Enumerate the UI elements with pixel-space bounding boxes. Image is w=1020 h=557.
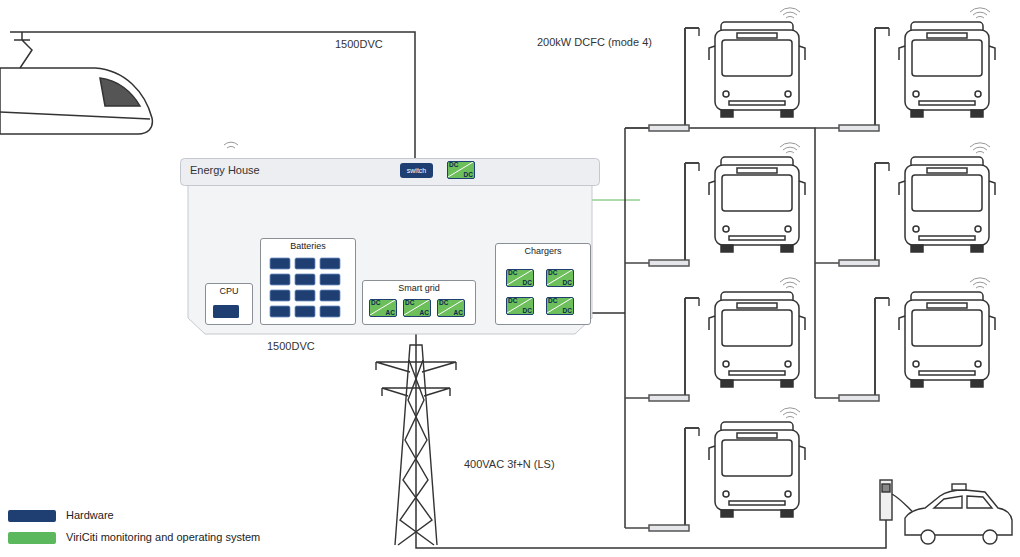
cpu-box: CPU: [205, 283, 253, 325]
converter-label: AC: [454, 310, 463, 317]
building-title: Energy House: [190, 164, 260, 177]
voltage-label: 400VAC 3f+N (LS): [462, 458, 557, 471]
converter-label: DC: [563, 280, 572, 287]
converter-label: DC: [405, 300, 414, 307]
converter-box: DC DC: [447, 161, 475, 179]
converter-box: DC AC: [437, 299, 465, 317]
converter-label: AC: [420, 310, 429, 317]
converter-box: DC DC: [506, 297, 534, 315]
converter-box: DC DC: [546, 297, 574, 315]
voltage-label: 1500DVC: [265, 340, 317, 353]
voltage-label: 1500DVC: [333, 38, 385, 51]
converter-label: DC: [464, 172, 473, 179]
building-box: Energy HouseswitchDCDCCPUBatteriesSmart …: [180, 158, 600, 335]
box-label: Chargers: [496, 244, 590, 257]
converter-label: DC: [548, 270, 557, 277]
converter-box: DC DC: [546, 269, 574, 287]
converter-label: AC: [386, 310, 395, 317]
converter-box: DC DC: [506, 269, 534, 287]
converter-label: DC: [548, 298, 557, 305]
converter-label: DC: [449, 162, 458, 169]
box-label: Batteries: [261, 239, 355, 252]
converter-label: DC: [508, 270, 517, 277]
converter-box: DC AC: [403, 299, 431, 317]
converter-box: DC AC: [369, 299, 397, 317]
box-label: CPU: [206, 284, 252, 297]
battery-cells: [260, 238, 350, 325]
converter-label: DC: [508, 298, 517, 305]
battery-box: Batteries: [260, 238, 356, 325]
legend-text: ViriCiti monitoring and operating system: [66, 531, 260, 544]
box-label: switch: [407, 167, 426, 174]
legend-text: Hardware: [66, 509, 114, 522]
box-label: Smart grid: [363, 281, 475, 294]
switch-box: switch: [400, 163, 433, 178]
voltage-label: 200kW DCFC (mode 4): [535, 36, 654, 49]
converter-label: DC: [523, 280, 532, 287]
group-box: ChargersDC DC DC DC DC DC DC DC: [495, 243, 591, 325]
converter-label: DC: [523, 308, 532, 315]
converter-label: DC: [371, 300, 380, 307]
converter-label: DC: [439, 300, 448, 307]
legend-swatch: [8, 532, 56, 544]
legend-swatch: [8, 510, 56, 522]
group-box: Smart gridDC AC DC AC DC AC: [362, 280, 476, 325]
converter-label: DC: [563, 308, 572, 315]
